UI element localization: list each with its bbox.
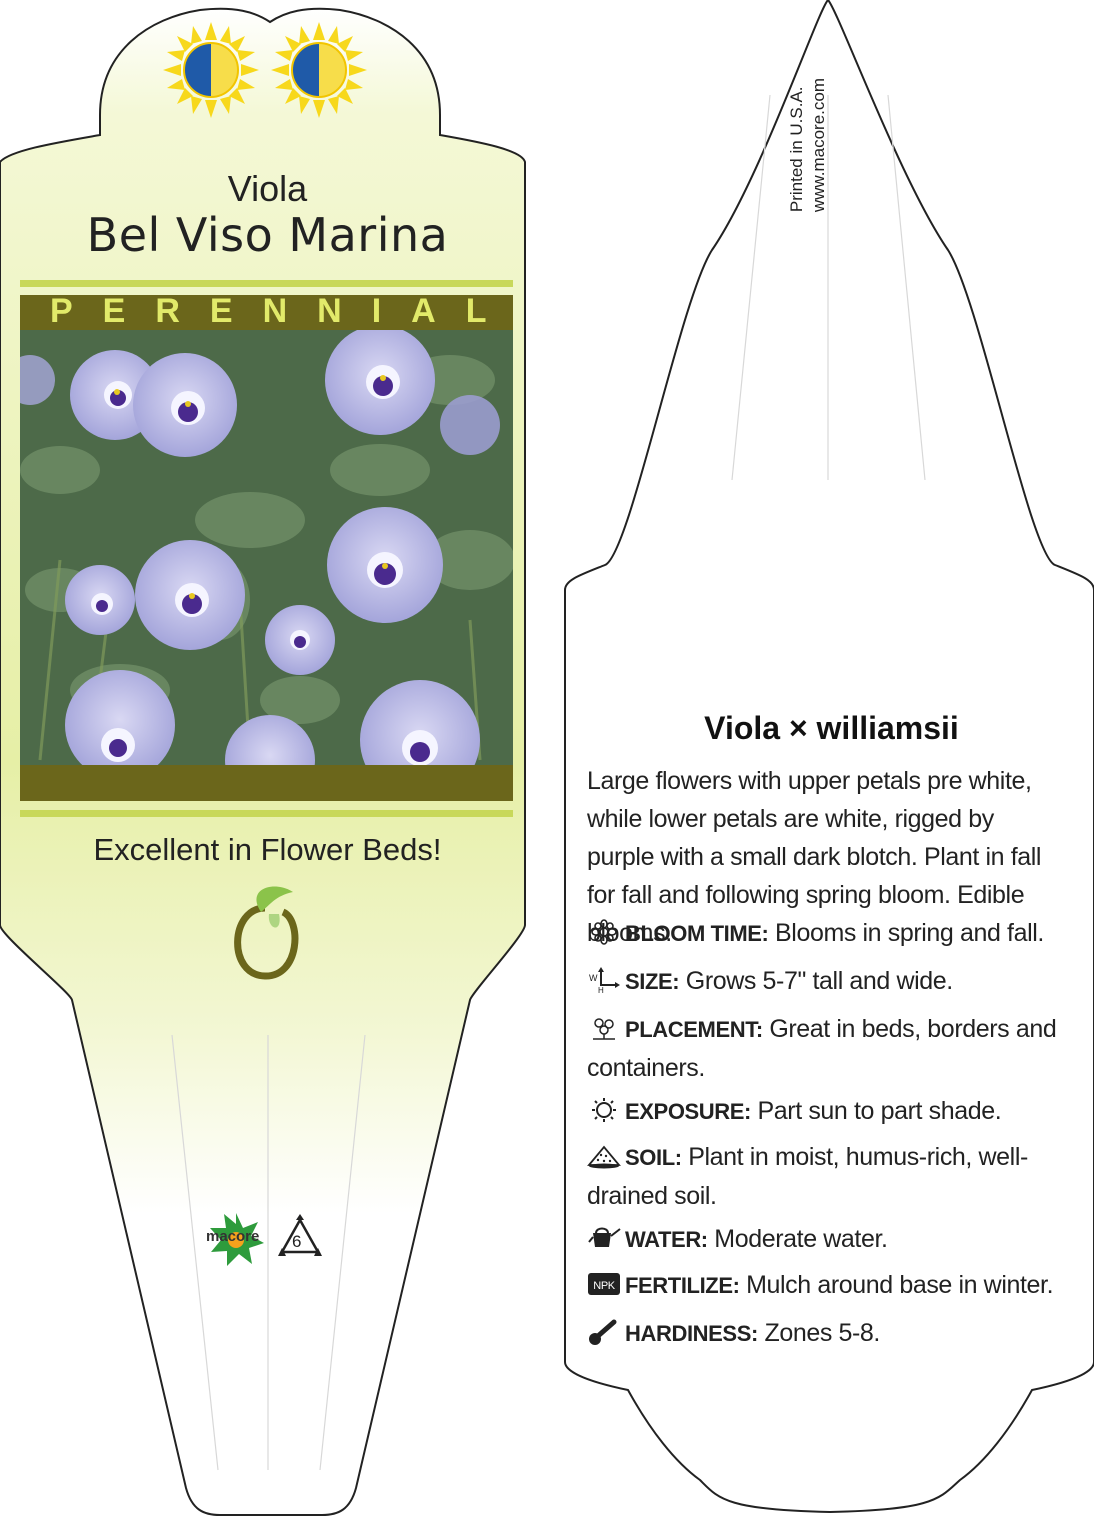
size-h-label: H xyxy=(598,986,604,993)
category-label: PERENNIAL xyxy=(50,292,517,330)
npk-label: NPK xyxy=(593,1280,615,1292)
sun-icon xyxy=(592,1098,616,1122)
accent-bar-top xyxy=(20,280,513,287)
care-row-placement: PLACEMENT: Great in beds, borders and co… xyxy=(587,1010,1072,1087)
care-row-hardiness: HARDINESS: Zones 5-8. xyxy=(587,1314,1072,1353)
seed-logo-icon xyxy=(234,886,299,980)
description: Large flowers with upper petals pre whit… xyxy=(587,767,1042,947)
watering-can-icon xyxy=(588,1227,621,1247)
thermometer-icon xyxy=(589,1319,617,1345)
brand-name: macore xyxy=(206,1228,260,1245)
care-text: Part sun to part shade. xyxy=(757,1097,1002,1125)
recycle-icon xyxy=(278,1214,322,1256)
care-label: FERTILIZE: xyxy=(625,1273,740,1298)
care-text: Grows 5-7" tall and wide. xyxy=(685,967,953,995)
macore-logo xyxy=(210,1213,264,1266)
npk-icon: NPK xyxy=(588,1273,620,1295)
flower-photo xyxy=(20,330,513,765)
printed-in: Printed in U.S.A. xyxy=(787,86,806,213)
care-row-fertilize: NPK FERTILIZE: Mulch around base in wint… xyxy=(587,1266,1072,1305)
recycle-code: 6 xyxy=(292,1232,302,1251)
variety-name: Bel Viso Marina xyxy=(86,208,449,262)
accent-bar-bottom xyxy=(20,810,513,817)
scientific-name: Viola × williamsii xyxy=(704,710,959,746)
care-text: Moderate water. xyxy=(714,1225,888,1253)
part-sun-icon xyxy=(271,22,367,118)
care-text: Blooms in spring and fall. xyxy=(775,919,1044,947)
care-label: SIZE: xyxy=(625,969,680,994)
care-label: HARDINESS: xyxy=(625,1321,758,1346)
care-text: Great in beds, borders and containers. xyxy=(587,1015,1057,1082)
care-text: Zones 5-8. xyxy=(764,1319,880,1347)
placement-icon xyxy=(593,1018,615,1040)
genus-name: Viola xyxy=(227,168,308,209)
care-label: BLOOM TIME: xyxy=(625,921,769,946)
tagline: Excellent in Flower Beds! xyxy=(93,832,442,867)
care-label: WATER: xyxy=(625,1227,708,1252)
care-row-exposure: EXPOSURE: Part sun to part shade. xyxy=(587,1092,1072,1131)
bottom-banner xyxy=(20,765,513,801)
size-w-label: W xyxy=(589,973,598,983)
flower-icon xyxy=(591,919,617,945)
care-text: Mulch around base in winter. xyxy=(746,1271,1054,1299)
soil-icon xyxy=(587,1145,621,1169)
print-info: Printed in U.S.A. www.macore.com xyxy=(786,78,830,212)
care-row-water: WATER: Moderate water. xyxy=(587,1220,1072,1259)
care-row-soil: SOIL: Plant in moist, humus-rich, well-d… xyxy=(587,1138,1072,1215)
care-label: EXPOSURE: xyxy=(625,1099,751,1124)
care-text: Plant in moist, humus-rich, well-drained… xyxy=(587,1143,1028,1210)
size-icon: WH xyxy=(589,967,620,993)
website: www.macore.com xyxy=(809,78,828,213)
care-row-bloom: BLOOM TIME: Blooms in spring and fall. xyxy=(587,914,1072,953)
back-tag xyxy=(564,0,1094,1514)
category-banner xyxy=(20,295,513,333)
care-label: SOIL: xyxy=(625,1145,682,1170)
care-label: PLACEMENT: xyxy=(625,1017,763,1042)
part-sun-icon xyxy=(163,22,259,118)
